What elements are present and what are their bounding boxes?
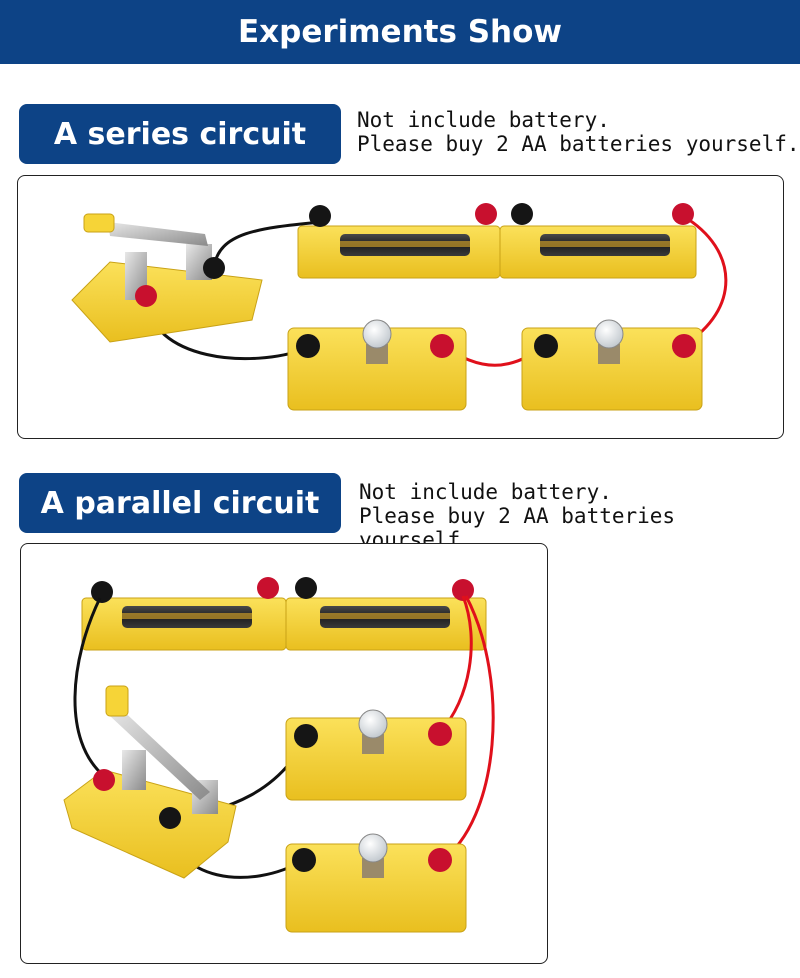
series-wire-black-top bbox=[212, 220, 321, 269]
series-knife-switch bbox=[71, 213, 263, 343]
page-title: Experiments Show bbox=[237, 14, 563, 50]
parallel-wire-red-2 bbox=[439, 595, 495, 864]
series-circuit-label: A series circuit bbox=[19, 104, 341, 164]
parallel-bulb-holder-1 bbox=[285, 709, 467, 801]
parallel-circuit-drawing bbox=[63, 577, 495, 933]
parallel-bulb-holder-2 bbox=[285, 833, 467, 933]
series-note-line1: Not include battery. bbox=[357, 108, 610, 132]
parallel-note-line1: Not include battery. bbox=[359, 480, 612, 504]
series-bulb-holder-2 bbox=[521, 319, 703, 411]
series-note-line2: Please buy 2 AA batteries yourself. bbox=[357, 132, 800, 156]
parallel-knife-switch bbox=[63, 685, 237, 879]
parallel-note-line2: Please buy 2 AA batteries yourself. bbox=[359, 504, 676, 552]
parallel-battery-holder-2 bbox=[285, 597, 487, 651]
page-header: Experiments Show bbox=[0, 0, 800, 64]
series-bulb-holder-1 bbox=[287, 319, 467, 411]
series-battery-holder-1 bbox=[297, 225, 501, 279]
parallel-circuit-label: A parallel circuit bbox=[19, 473, 341, 533]
series-battery-holder-2 bbox=[499, 225, 697, 279]
parallel-battery-note: Not include battery. Please buy 2 AA bat… bbox=[359, 480, 800, 552]
parallel-battery-holder-1 bbox=[81, 597, 287, 651]
series-circuit-drawing bbox=[71, 203, 728, 411]
series-battery-note: Not include battery. Please buy 2 AA bat… bbox=[357, 108, 800, 156]
parallel-wire-black-left bbox=[73, 597, 105, 778]
